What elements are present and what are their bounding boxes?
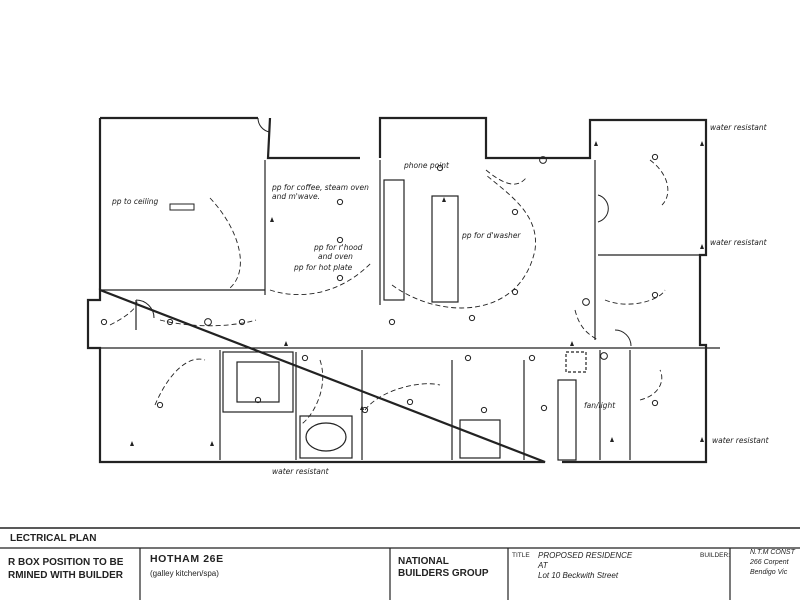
builder-line-2: 266 Corpent [750, 559, 789, 566]
company-line-2: BUILDERS GROUP [398, 568, 489, 579]
label-pp-for-hood-line1: pp for r'hood [313, 243, 363, 252]
power-point-markers [130, 141, 704, 446]
title-line-1: PROPOSED RESIDENCE [538, 551, 633, 560]
note-line-2: RMINED WITH BUILDER [8, 570, 123, 581]
label-phone-point: phone point [403, 161, 450, 170]
model-subtitle: (galley kitchen/spa) [150, 569, 219, 578]
switch-circuits [109, 159, 669, 426]
label-pp-for-coffee-line2: and m'wave. [272, 192, 320, 201]
interior-walls [100, 160, 720, 461]
title-label: TITLE [512, 552, 530, 559]
label-water-resistant-right: water resistant [712, 436, 770, 445]
builder-line-1: N.T.M CONST [750, 549, 795, 556]
title-block-frame [0, 527, 800, 600]
model-name: HOTHAM 26E [150, 553, 224, 565]
drawing-labels: water resistant pp to ceiling pp for cof… [111, 123, 770, 476]
sheet-title: LECTRICAL PLAN [10, 533, 97, 544]
label-water-resistant-middle: water resistant [710, 238, 768, 247]
builder-line-3: Bendigo Vic [750, 569, 788, 576]
label-water-resistant-top: water resistant [710, 123, 768, 132]
title-line-3: Lot 10 Beckwith Street [538, 571, 619, 580]
title-line-2: AT [538, 561, 548, 570]
label-pp-for-coffee-line1: pp for coffee, steam oven [271, 183, 369, 192]
label-pp-for-hot-plate: pp for hot plate [293, 263, 353, 272]
company-line-1: NATIONAL [398, 556, 449, 567]
note-line-1: R BOX POSITION TO BE [8, 557, 124, 568]
label-fan-light: fan/light [584, 401, 616, 410]
light-points [100, 153, 659, 414]
exterior-walls [86, 116, 708, 464]
label-water-resistant-bottom: water resistant [272, 467, 330, 476]
label-pp-for-dwasher: pp for d'washer [461, 231, 521, 240]
label-pp-for-hood-line2: and oven [318, 252, 353, 261]
label-pp-to-ceiling: pp to ceiling [111, 197, 159, 206]
door-swings [135, 117, 632, 347]
builder-label: BUILDER: [700, 552, 730, 559]
